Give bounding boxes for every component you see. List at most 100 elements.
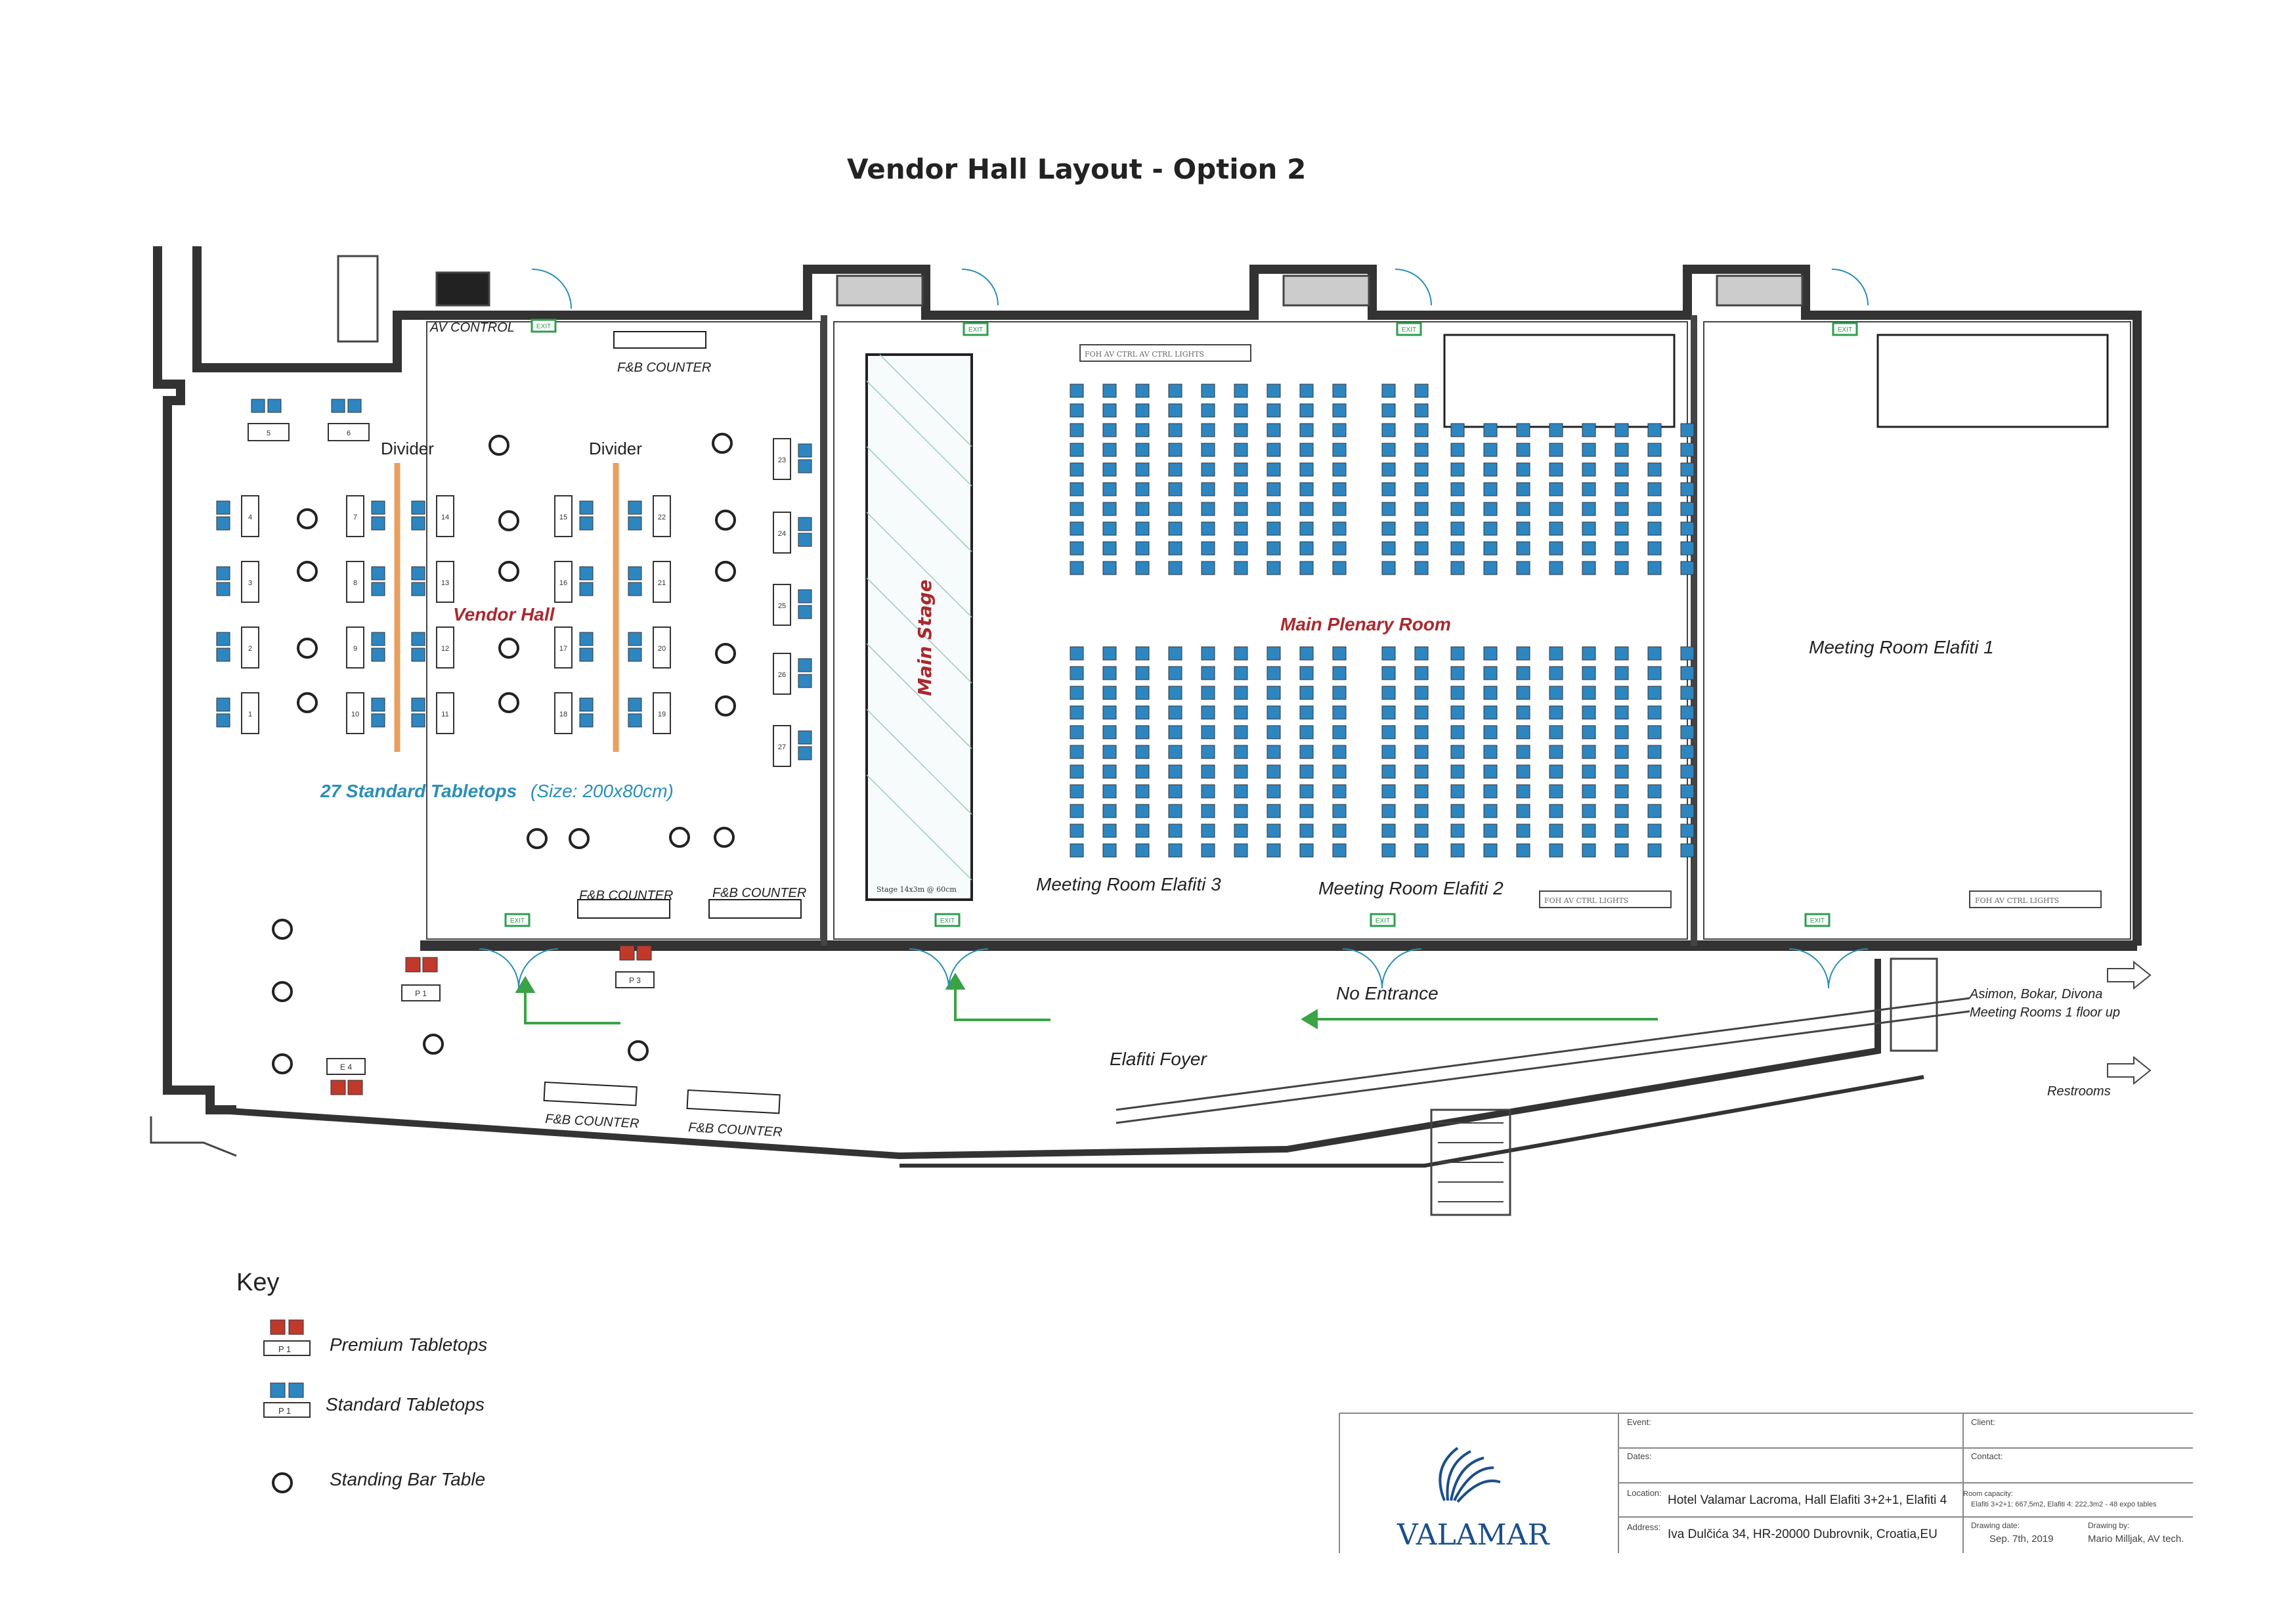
elafiti1-label: Meeting Room Elafiti 1 <box>1809 637 1994 657</box>
plenary-seat <box>1647 541 1662 556</box>
plenary-seat <box>1299 462 1314 477</box>
vendor-table <box>653 692 671 734</box>
key-bar-label: Standing Bar Table <box>330 1469 485 1489</box>
plenary-seat <box>1516 725 1530 739</box>
main-plenary-label: Main Plenary Room <box>1280 614 1451 634</box>
premium-seat <box>619 945 635 961</box>
plenary-seat <box>1299 541 1314 556</box>
vendor-table <box>346 692 364 734</box>
plenary-seat <box>1168 823 1182 838</box>
plenary-seat <box>1483 843 1498 858</box>
plenary-seat <box>1414 823 1429 838</box>
plenary-seat <box>1516 541 1530 556</box>
plenary-seat <box>1234 646 1248 661</box>
valamar-logo-icon <box>1439 1447 1501 1503</box>
plenary-seat <box>1549 561 1563 575</box>
plenary-seat <box>1549 482 1563 496</box>
plenary-seat <box>1234 843 1248 858</box>
standard-seat <box>371 697 385 712</box>
tabletops-info: 27 Standard Tabletops <box>320 781 517 801</box>
plenary-seat <box>1414 561 1429 575</box>
plenary-seat <box>1680 561 1695 575</box>
plenary-seat <box>1483 725 1498 739</box>
table-number: 8 <box>353 579 357 587</box>
dividers <box>394 463 619 752</box>
plenary-seat <box>1102 745 1117 759</box>
plenary-seat <box>1102 462 1117 477</box>
plenary-seat <box>1680 502 1695 516</box>
plenary-seat <box>1201 403 1215 418</box>
table-number: 15 <box>559 514 567 521</box>
premium-table-number: P 1 <box>415 989 427 998</box>
standard-seat <box>371 647 385 662</box>
standard-seat <box>216 713 230 728</box>
plenary-seat <box>1267 423 1281 437</box>
plenary-seat <box>1647 764 1662 779</box>
standard-seat <box>628 516 642 531</box>
table-number: 20 <box>658 645 666 653</box>
plenary-seat <box>1549 705 1563 720</box>
plenary-seat <box>1267 541 1281 556</box>
plenary-seat <box>1332 561 1347 575</box>
key-premium-sample: P 1 <box>278 1344 291 1354</box>
av-strip-text-2: FOH AV CTRL LIGHTS <box>1544 896 1628 905</box>
fb-counter-5: F&B COUNTER <box>688 1120 783 1139</box>
table-number: 12 <box>441 645 449 653</box>
plenary-seat <box>1201 745 1215 759</box>
plenary-seat <box>1135 462 1150 477</box>
plenary-seat <box>1647 686 1662 700</box>
plenary-seat <box>1102 423 1117 437</box>
plenary-seat <box>1381 502 1396 516</box>
standard-seat <box>371 582 385 596</box>
vendor-table <box>773 725 791 767</box>
plenary-seat <box>1483 804 1498 818</box>
table-number: 7 <box>353 514 357 521</box>
standard-seat <box>347 399 362 413</box>
plenary-seat <box>1414 804 1429 818</box>
plenary-seat <box>1516 462 1530 477</box>
plenary-seat <box>1135 521 1150 536</box>
standard-seat <box>579 566 594 581</box>
plenary-seat <box>1647 502 1662 516</box>
plenary-seat <box>1102 686 1117 700</box>
plenary-seat <box>1267 725 1281 739</box>
plenary-seat <box>1414 666 1429 680</box>
table-number: 5 <box>267 429 271 437</box>
premium-table <box>615 971 655 988</box>
plenary-seat <box>1483 462 1498 477</box>
plenary-seat <box>1299 705 1314 720</box>
plenary-seat <box>1381 804 1396 818</box>
plenary-seat <box>1549 725 1563 739</box>
plenary-seat <box>1332 784 1347 799</box>
plenary-seat <box>1483 666 1498 680</box>
plenary-seat <box>1299 686 1314 700</box>
plenary-seat <box>1414 482 1429 496</box>
plenary-seat <box>1234 502 1248 516</box>
plenary-seat <box>1332 705 1347 720</box>
plenary-seat <box>1582 561 1596 575</box>
standard-seat <box>628 500 642 515</box>
plenary-seat <box>1516 686 1530 700</box>
plenary-seat <box>1070 804 1084 818</box>
plenary-seat <box>1102 561 1117 575</box>
plenary-seat <box>1070 764 1084 779</box>
plenary-seat <box>1070 843 1084 858</box>
premium-seat <box>422 957 438 973</box>
vendor-table <box>554 692 573 734</box>
plenary-seat <box>1299 443 1314 457</box>
plenary-seat <box>1267 646 1281 661</box>
plenary-seat <box>1234 482 1248 496</box>
plenary-seat <box>1549 784 1563 799</box>
standard-seat <box>216 632 230 646</box>
plenary-seating <box>1070 384 1695 858</box>
plenary-seat <box>1647 823 1662 838</box>
plenary-seat <box>1234 705 1248 720</box>
plenary-seat <box>1450 646 1465 661</box>
key-standard-label: Standard Tabletops <box>326 1394 485 1415</box>
plenary-seat <box>1414 725 1429 739</box>
plenary-seat <box>1168 462 1182 477</box>
plenary-seat <box>1614 666 1629 680</box>
standard-seat <box>628 713 642 728</box>
plenary-seat <box>1299 725 1314 739</box>
plenary-seat <box>1381 666 1396 680</box>
